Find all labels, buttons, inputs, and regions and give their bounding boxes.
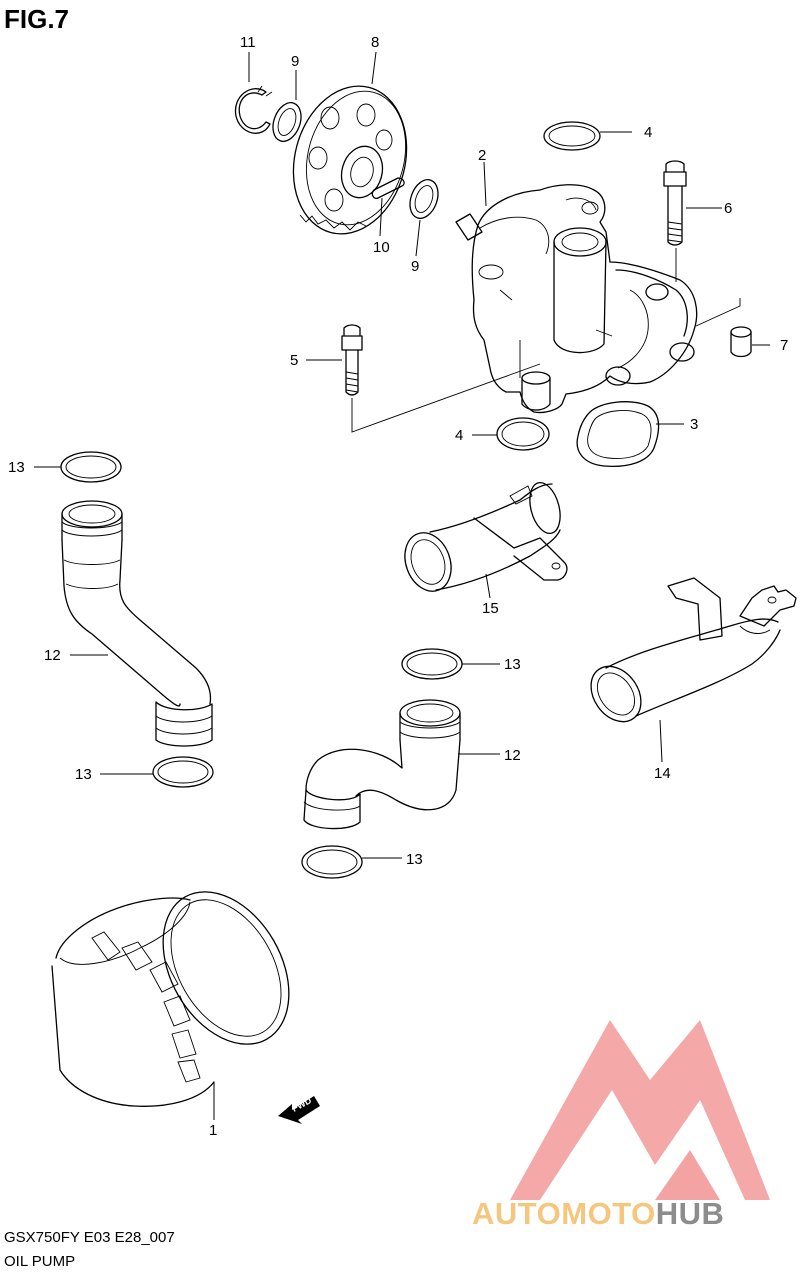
part-o-ring-13-d	[301, 845, 363, 879]
callout-4-lower: 4	[455, 427, 463, 444]
callout-7: 7	[780, 337, 788, 354]
part-oil-pump	[455, 184, 698, 414]
part-oil-filter	[51, 891, 290, 1107]
part-o-ring-13-a	[60, 451, 122, 483]
callout-4-upper: 4	[644, 124, 652, 141]
part-pipe-left	[61, 500, 213, 747]
callout-12-center: 12	[504, 747, 521, 764]
part-o-ring-lower	[496, 417, 550, 451]
callouts: 11 9 8 4 2 6 10 9 7 5 4 3 13 15 12 13 12…	[8, 34, 788, 1139]
callout-9-upper: 9	[291, 53, 299, 70]
callout-9-lower: 9	[411, 258, 419, 275]
callout-13-c: 13	[504, 656, 521, 673]
watermark-text-dark: HUB	[656, 1196, 725, 1231]
part-circlip	[234, 85, 273, 134]
model-code: GSX750FY E03 E28_007	[4, 1229, 175, 1246]
part-o-ring-upper	[543, 121, 601, 151]
figure-title: FIG.7	[4, 4, 69, 34]
section-name: OIL PUMP	[4, 1253, 75, 1270]
watermark-text-light: AUTOMOTO	[472, 1196, 656, 1231]
part-pipe-bracket-upper	[404, 481, 568, 592]
assembly-guide-lines	[351, 248, 741, 433]
callout-10: 10	[373, 239, 390, 256]
callout-12-left: 12	[44, 647, 61, 664]
part-bolt-short	[341, 324, 363, 396]
callout-13-a: 13	[8, 459, 25, 476]
callout-1: 1	[209, 1122, 217, 1139]
watermark-logo	[510, 1020, 770, 1200]
callout-5: 5	[290, 352, 298, 369]
leader-lines	[34, 51, 770, 1120]
part-o-ring-13-b	[152, 756, 214, 788]
callout-3: 3	[690, 416, 698, 433]
callout-13-d: 13	[406, 851, 423, 868]
callout-8: 8	[371, 34, 379, 51]
callout-6: 6	[724, 200, 732, 217]
callout-13-b: 13	[75, 766, 92, 783]
callout-14: 14	[654, 765, 671, 782]
callout-11: 11	[240, 34, 256, 51]
part-dowel	[730, 326, 752, 358]
part-washer-lower	[409, 179, 439, 219]
part-pipe-center	[303, 699, 461, 830]
part-o-ring-13-c	[401, 648, 463, 680]
part-gasket	[576, 401, 660, 468]
part-pin	[371, 177, 405, 200]
part-bolt-long	[663, 160, 687, 246]
part-washer-upper	[272, 102, 302, 142]
watermark-text: AUTOMOTOHUB	[472, 1196, 724, 1231]
part-driven-gear	[292, 85, 408, 235]
callout-2: 2	[478, 147, 486, 164]
part-pipe-bracket-lower	[590, 577, 797, 723]
fwd-arrow-icon: FWD	[278, 1095, 320, 1124]
callout-15: 15	[482, 600, 499, 617]
